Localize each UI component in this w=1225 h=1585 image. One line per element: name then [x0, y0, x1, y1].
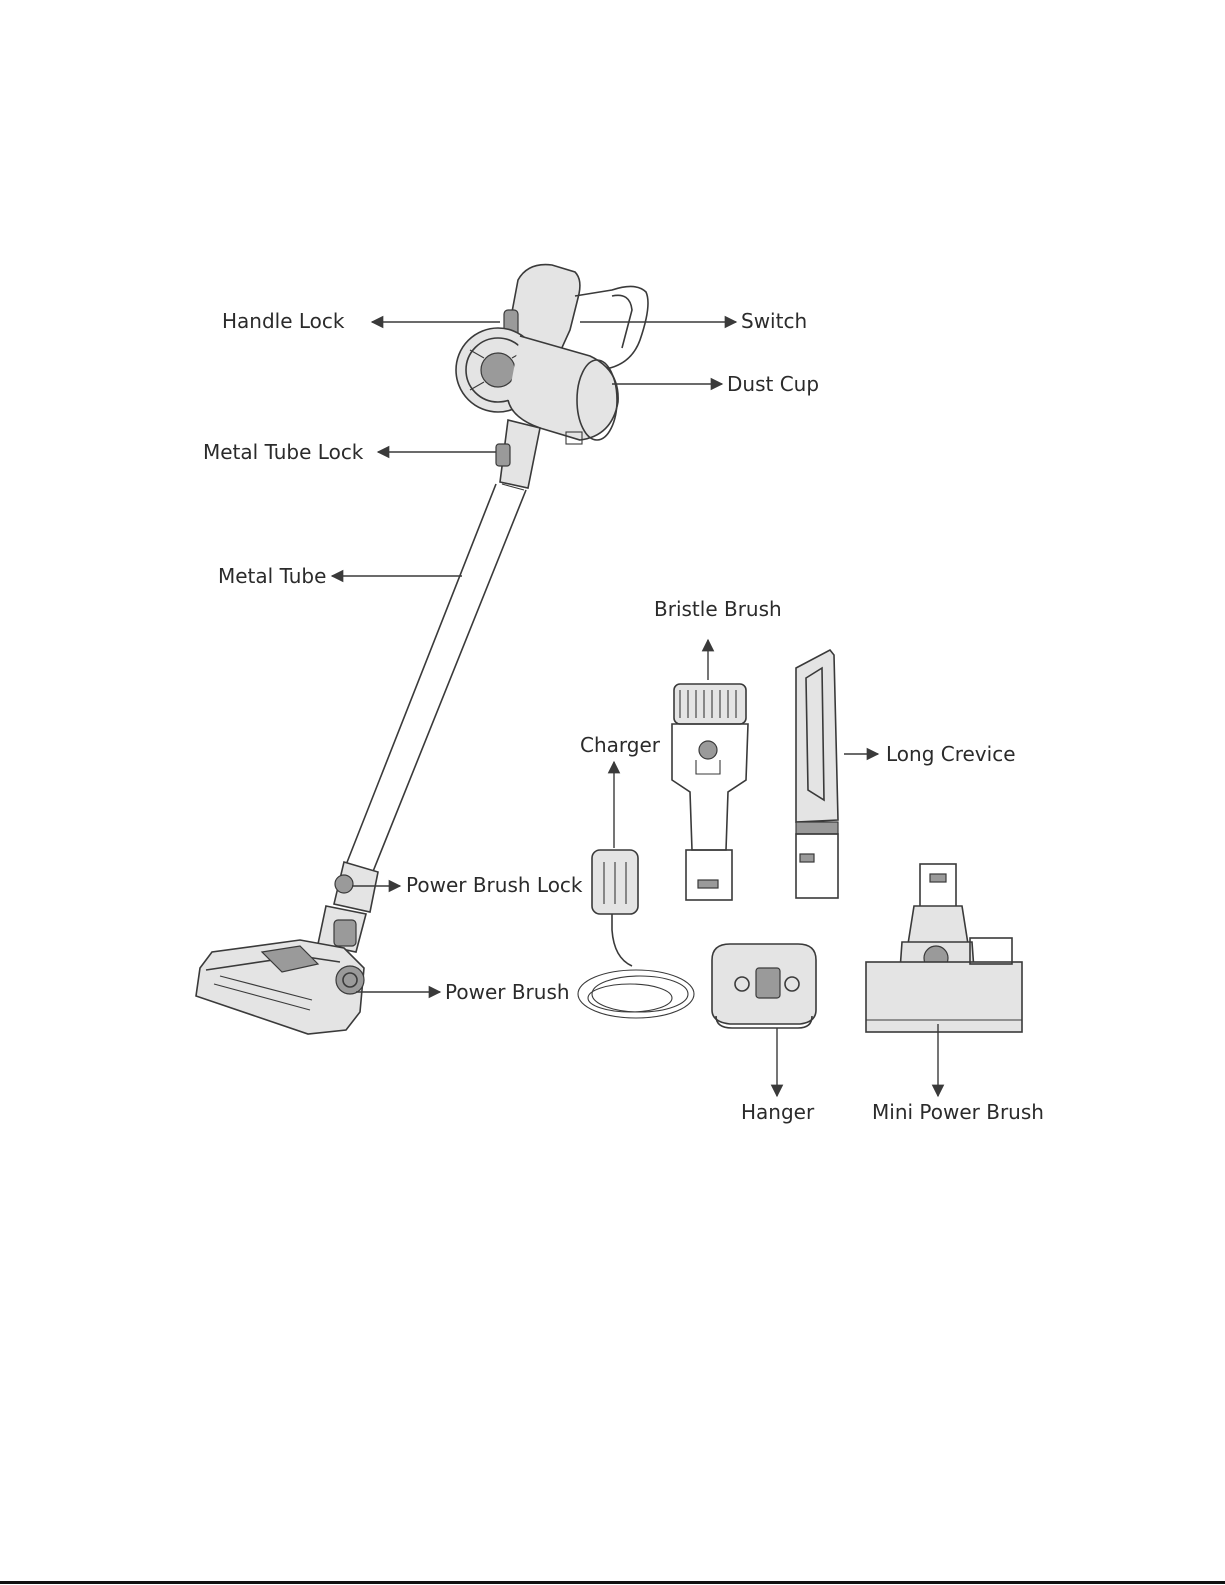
- stick-vacuum-illustration: [196, 265, 648, 1034]
- label-bristle-brush: Bristle Brush: [654, 597, 782, 621]
- label-mini-power-brush: Mini Power Brush: [872, 1100, 1044, 1124]
- label-hanger: Hanger: [741, 1100, 814, 1124]
- label-metal-tube-lock: Metal Tube Lock: [203, 440, 363, 464]
- leader-lines: [332, 322, 938, 1096]
- page-bottom-rule: [0, 1581, 1225, 1584]
- label-power-brush: Power Brush: [445, 980, 570, 1004]
- bristle-brush-illustration: [672, 684, 748, 900]
- label-long-crevice: Long Crevice: [886, 742, 1016, 766]
- hanger-illustration: [712, 944, 816, 1028]
- label-charger: Charger: [580, 733, 660, 757]
- label-switch: Switch: [741, 309, 807, 333]
- label-handle-lock: Handle Lock: [222, 309, 345, 333]
- label-dust-cup: Dust Cup: [727, 372, 819, 396]
- mini-power-brush-illustration: [866, 864, 1022, 1032]
- label-power-brush-lock: Power Brush Lock: [406, 873, 583, 897]
- charger-illustration: [578, 850, 694, 1018]
- label-metal-tube: Metal Tube: [218, 564, 326, 588]
- long-crevice-illustration: [796, 650, 838, 898]
